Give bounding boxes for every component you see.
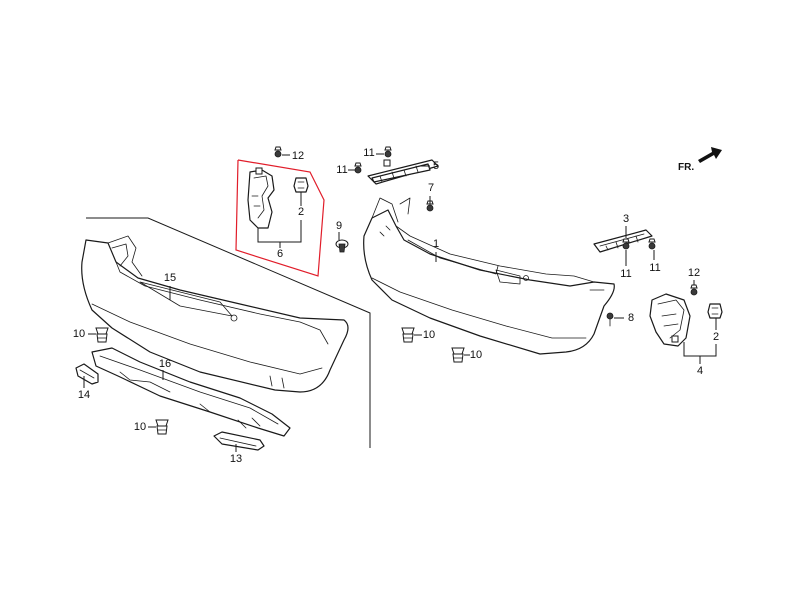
callout-10-c: 10 <box>423 329 435 341</box>
bracket-6[interactable] <box>247 167 275 229</box>
callout-11-c: 11 <box>620 268 631 280</box>
callout-9: 9 <box>336 220 342 232</box>
clip-10-a[interactable] <box>95 327 109 343</box>
callout-3: 3 <box>623 213 629 225</box>
leader-lines <box>83 153 717 452</box>
lower-diffuser[interactable] <box>91 347 291 437</box>
callout-14: 14 <box>78 389 90 401</box>
front-direction-indicator: FR. <box>678 147 722 173</box>
screw-11-d[interactable] <box>648 238 656 250</box>
clip-10-b[interactable] <box>155 419 169 435</box>
callout-11-d: 11 <box>649 262 660 274</box>
callout-10-a: 10 <box>73 328 85 340</box>
highlight-frame <box>235 159 325 277</box>
callout-8: 8 <box>628 312 634 324</box>
callout-2-b: 2 <box>713 331 719 343</box>
callout-11-a: 11 <box>363 147 374 159</box>
clip-9[interactable] <box>335 239 349 253</box>
callout-10-b: 10 <box>134 421 146 433</box>
front-arrow-icon <box>698 147 722 163</box>
clip-nut-2-b[interactable] <box>707 303 723 319</box>
callout-6: 6 <box>277 248 283 260</box>
callout-10-d: 10 <box>470 349 482 361</box>
callout-5: 5 <box>433 160 439 172</box>
screw-8[interactable] <box>606 312 614 327</box>
bumper-face-left[interactable] <box>81 235 349 393</box>
bracket-5[interactable] <box>367 159 439 185</box>
clip-10-d[interactable] <box>451 347 465 363</box>
bracket-4[interactable] <box>649 293 691 347</box>
callout-12-a: 12 <box>292 150 304 162</box>
callout-15: 15 <box>164 272 176 284</box>
callout-1: 1 <box>433 238 439 250</box>
screw-11-a[interactable] <box>384 146 392 158</box>
front-direction-label: FR. <box>678 162 694 173</box>
screw-11-b[interactable] <box>354 162 362 174</box>
subassembly-frame <box>86 217 371 448</box>
callout-4: 4 <box>697 365 703 377</box>
callout-7: 7 <box>428 182 434 194</box>
callout-16: 16 <box>159 358 171 370</box>
callout-12-b: 12 <box>688 267 700 279</box>
callout-11-b: 11 <box>336 164 347 176</box>
clip-nut-2-a[interactable] <box>293 177 309 193</box>
reflector-left[interactable] <box>75 363 99 385</box>
screw-7[interactable] <box>426 200 434 212</box>
callout-13: 13 <box>230 453 242 465</box>
callout-2-a: 2 <box>298 206 304 218</box>
screw-12-a[interactable] <box>274 146 282 158</box>
screw-11-c[interactable] <box>622 238 630 250</box>
reflector-right[interactable] <box>213 431 265 451</box>
clip-10-c[interactable] <box>401 327 415 343</box>
screw-12-b[interactable] <box>690 284 698 296</box>
bumper-face-right[interactable] <box>363 197 615 355</box>
